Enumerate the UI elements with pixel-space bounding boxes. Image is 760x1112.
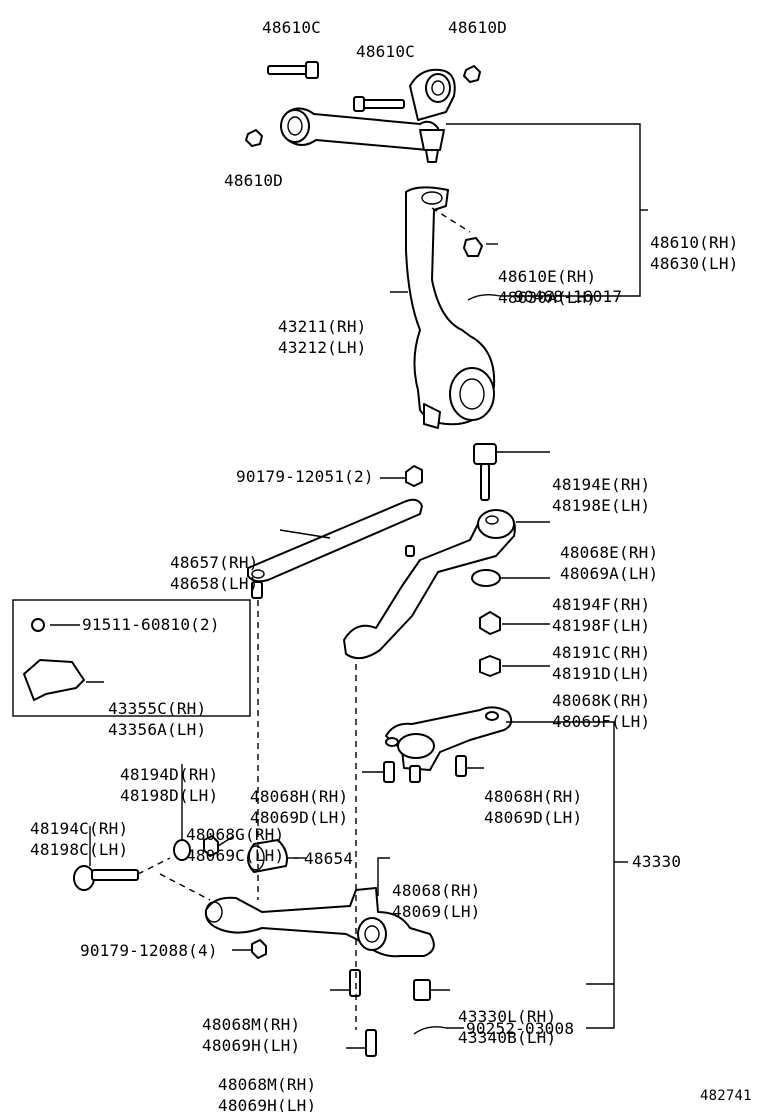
- label-48610-group: 48610(RH)48630(LH): [650, 233, 739, 273]
- label-48068e-group: 48068E(RH)48069A(LH): [560, 543, 659, 583]
- label-48610d-left: 48610D: [224, 171, 283, 190]
- cotter-pin-icon: [413, 1026, 447, 1035]
- lower-arm-rear: [385, 706, 513, 783]
- label-43330: 43330: [632, 852, 682, 871]
- clip-icon: [31, 618, 45, 632]
- bolt-icon: [349, 969, 361, 997]
- upper-arm-nut-left: [245, 129, 263, 147]
- cotter-pin-icon: [467, 293, 501, 301]
- label-48068g-group: 48068G(RH)48069C(LH): [186, 825, 285, 865]
- washer-icon: [471, 569, 501, 587]
- label-91511: 91511-60810(2): [82, 615, 220, 634]
- upper-arm-bolt-left: [267, 61, 319, 79]
- label-48068m-group-b: 48068M(RH)48069H(LH): [218, 1075, 317, 1112]
- bolt-icon: [455, 755, 467, 777]
- label-48610e-group: 48610E(RH)48630A(LH): [498, 267, 597, 307]
- nut-icon: [479, 655, 501, 677]
- label-90179-12051: 90179-12051(2): [236, 467, 374, 486]
- label-48194e-group: 48194E(RH)48198E(LH): [552, 475, 651, 515]
- label-48610c-mid: 48610C: [356, 42, 415, 61]
- inset-box: [12, 599, 251, 717]
- label-43330l-group: 43330L(RH)43340B(LH): [458, 1007, 557, 1047]
- stopper-icon: [413, 979, 431, 1001]
- label-48068-group: 48068(RH)48069(LH): [392, 881, 481, 921]
- bolt-icon: [365, 1029, 377, 1057]
- nut-icon: [479, 611, 501, 635]
- lower-ball-joint-bolt: [473, 443, 497, 501]
- label-90468: 90468-16017: [514, 287, 623, 306]
- upper-arm-nut-top: [463, 65, 481, 83]
- label-48191c-group: 48191C(RH)48191D(LH): [552, 643, 651, 683]
- knuckle-nut: [463, 237, 483, 257]
- diagram-number: 482741: [700, 1088, 752, 1104]
- nut-icon: [203, 835, 219, 857]
- label-48194f-group: 48194F(RH)48198F(LH): [552, 595, 651, 635]
- lower-control-arm-main: [204, 887, 435, 958]
- label-strut-rod: 48657(RH)48658(LH): [170, 553, 259, 593]
- label-knuckle: 43211(RH)43212(LH): [278, 317, 367, 357]
- label-90179-12088: 90179-12088(4): [80, 941, 218, 960]
- label-48068h-left-group: 48068H(RH)48069D(LH): [250, 787, 349, 827]
- steering-knuckle: [405, 186, 496, 429]
- label-48068k-group: 48068K(RH)48069F(LH): [552, 691, 651, 731]
- label-48194c-group: 48194C(RH)48198C(LH): [30, 819, 129, 859]
- nut-icon: [251, 939, 267, 959]
- label-48194d-group: 48194D(RH)48198D(LH): [120, 765, 219, 805]
- label-43355c-group: 43355C(RH)43356A(LH): [108, 699, 207, 739]
- label-48610c-top: 48610C: [262, 18, 321, 37]
- cover-bracket: [23, 659, 85, 701]
- label-90252: 90252-03008: [466, 1019, 575, 1038]
- label-48654: 48654: [304, 849, 354, 868]
- nut-icon: [405, 465, 423, 487]
- bolt-icon: [383, 761, 395, 783]
- long-bolt: [73, 865, 139, 891]
- label-48068h-right-group: 48068H(RH)48069D(LH): [484, 787, 583, 827]
- upper-arm-bolt-right: [353, 96, 405, 112]
- label-48068m-group-a: 48068M(RH)48069H(LH): [202, 1015, 301, 1055]
- strut-rod: [247, 498, 423, 599]
- label-48610d-top: 48610D: [448, 18, 507, 37]
- upper-control-arm: [280, 68, 456, 163]
- lower-control-arm-front: [343, 509, 516, 660]
